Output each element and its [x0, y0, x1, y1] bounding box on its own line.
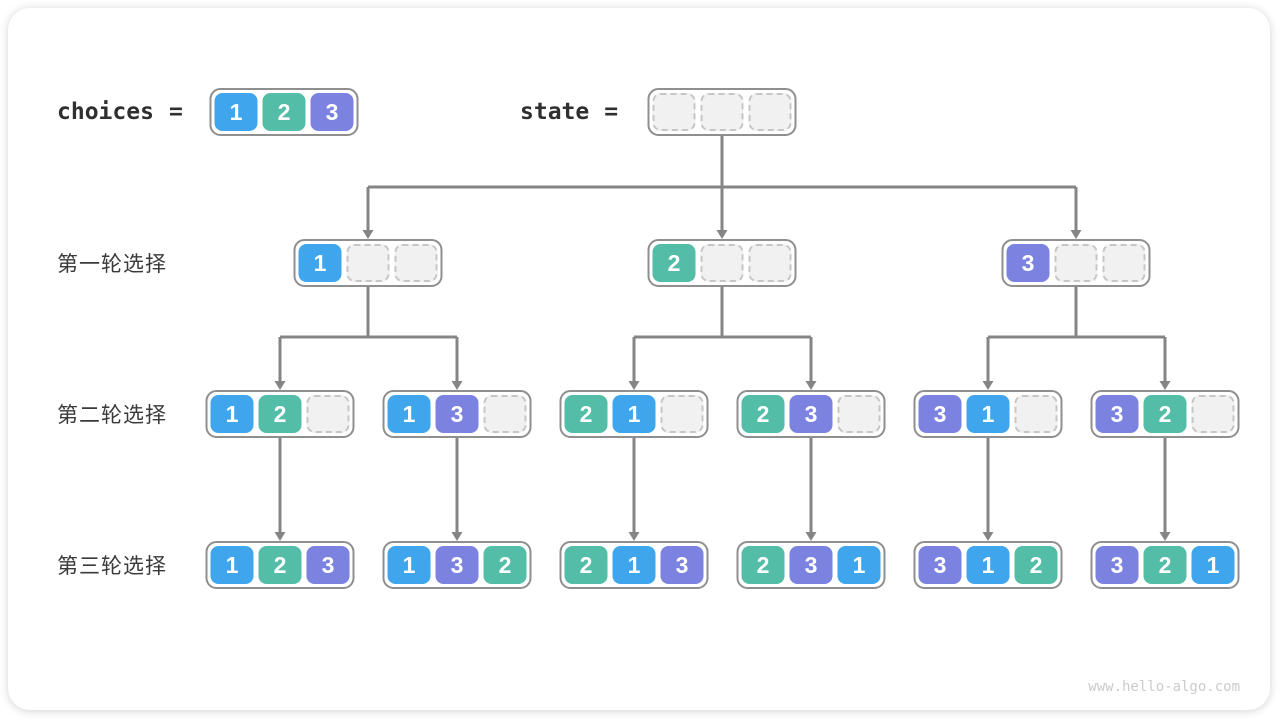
- watermark: www.hello-algo.com: [1088, 679, 1240, 695]
- empty-cell: [483, 395, 527, 433]
- empty-cell: [1054, 244, 1098, 282]
- number-cell-3: 3: [1095, 395, 1139, 433]
- number-cell-3: 3: [306, 546, 350, 584]
- empty-cell: [306, 395, 350, 433]
- state-label: state: [520, 99, 590, 125]
- number-cell-1: 1: [298, 244, 342, 282]
- empty-cell: [700, 93, 744, 131]
- number-cell-3: 3: [789, 546, 833, 584]
- number-cell-3: 3: [435, 395, 479, 433]
- empty-cell: [346, 244, 390, 282]
- number-cell-2: 2: [741, 395, 785, 433]
- number-cell-2: 2: [483, 546, 527, 584]
- empty-cell: [748, 244, 792, 282]
- state-header: state =: [520, 88, 618, 136]
- number-cell-1: 1: [387, 395, 431, 433]
- number-cell-3: 3: [1095, 546, 1139, 584]
- number-cell-1: 1: [612, 395, 656, 433]
- number-cell-3: 3: [918, 395, 962, 433]
- choices-label: choices: [57, 99, 154, 125]
- empty-cell: [1102, 244, 1146, 282]
- empty-cell: [1014, 395, 1058, 433]
- number-cell-1: 1: [837, 546, 881, 584]
- number-cell-1: 1: [966, 395, 1010, 433]
- number-cell-2: 2: [564, 546, 608, 584]
- empty-cell: [700, 244, 744, 282]
- choices-equals-sign: =: [168, 99, 183, 125]
- state-equals-sign: =: [604, 99, 619, 125]
- empty-cell: [394, 244, 438, 282]
- number-cell-1: 1: [210, 546, 254, 584]
- number-cell-2: 2: [1014, 546, 1058, 584]
- number-cell-1: 1: [612, 546, 656, 584]
- number-cell-2: 2: [652, 244, 696, 282]
- empty-cell: [652, 93, 696, 131]
- round-1-node-2: 2: [647, 239, 797, 287]
- round-3-label: 第三轮选择: [57, 555, 167, 578]
- number-cell-1: 1: [210, 395, 254, 433]
- number-cell-3: 3: [660, 546, 704, 584]
- number-cell-2: 2: [741, 546, 785, 584]
- number-cell-3: 3: [789, 395, 833, 433]
- number-cell-2: 2: [262, 93, 306, 131]
- round-1-node-1: 1: [293, 239, 443, 287]
- number-cell-2: 2: [258, 546, 302, 584]
- number-cell-2: 2: [564, 395, 608, 433]
- number-cell-1: 1: [1191, 546, 1235, 584]
- empty-cell: [660, 395, 704, 433]
- round-1-label: 第一轮选择: [57, 253, 167, 276]
- number-cell-2: 2: [1143, 546, 1187, 584]
- number-cell-1: 1: [387, 546, 431, 584]
- number-cell-1: 1: [966, 546, 1010, 584]
- number-cell-2: 2: [1143, 395, 1187, 433]
- number-cell-1: 1: [214, 93, 258, 131]
- number-cell-3: 3: [1006, 244, 1050, 282]
- state-array: [647, 88, 797, 136]
- round-1-node-3: 3: [1001, 239, 1151, 287]
- number-cell-3: 3: [435, 546, 479, 584]
- choices-header: choices =: [57, 88, 183, 136]
- round-2-label: 第二轮选择: [57, 404, 167, 427]
- empty-cell: [748, 93, 792, 131]
- number-cell-3: 3: [918, 546, 962, 584]
- number-cell-3: 3: [310, 93, 354, 131]
- number-cell-2: 2: [258, 395, 302, 433]
- empty-cell: [837, 395, 881, 433]
- empty-cell: [1191, 395, 1235, 433]
